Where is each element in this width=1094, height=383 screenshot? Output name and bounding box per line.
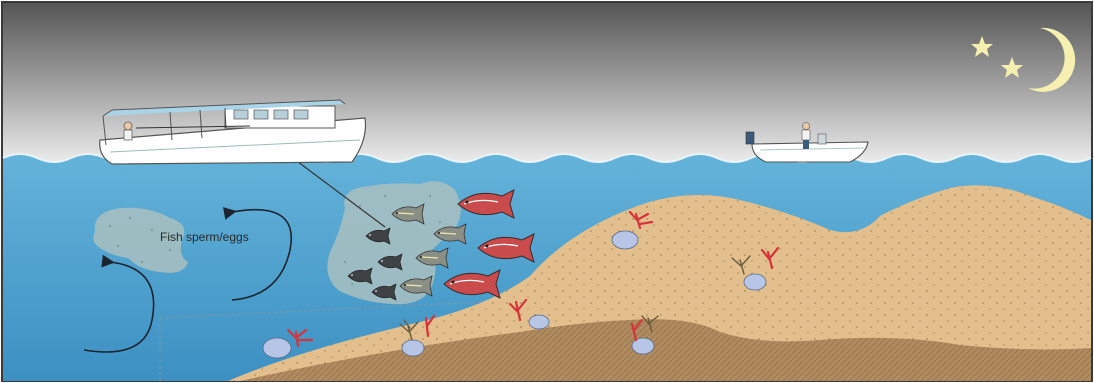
sperm-eggs-label: Fish sperm/eggs bbox=[160, 230, 249, 244]
